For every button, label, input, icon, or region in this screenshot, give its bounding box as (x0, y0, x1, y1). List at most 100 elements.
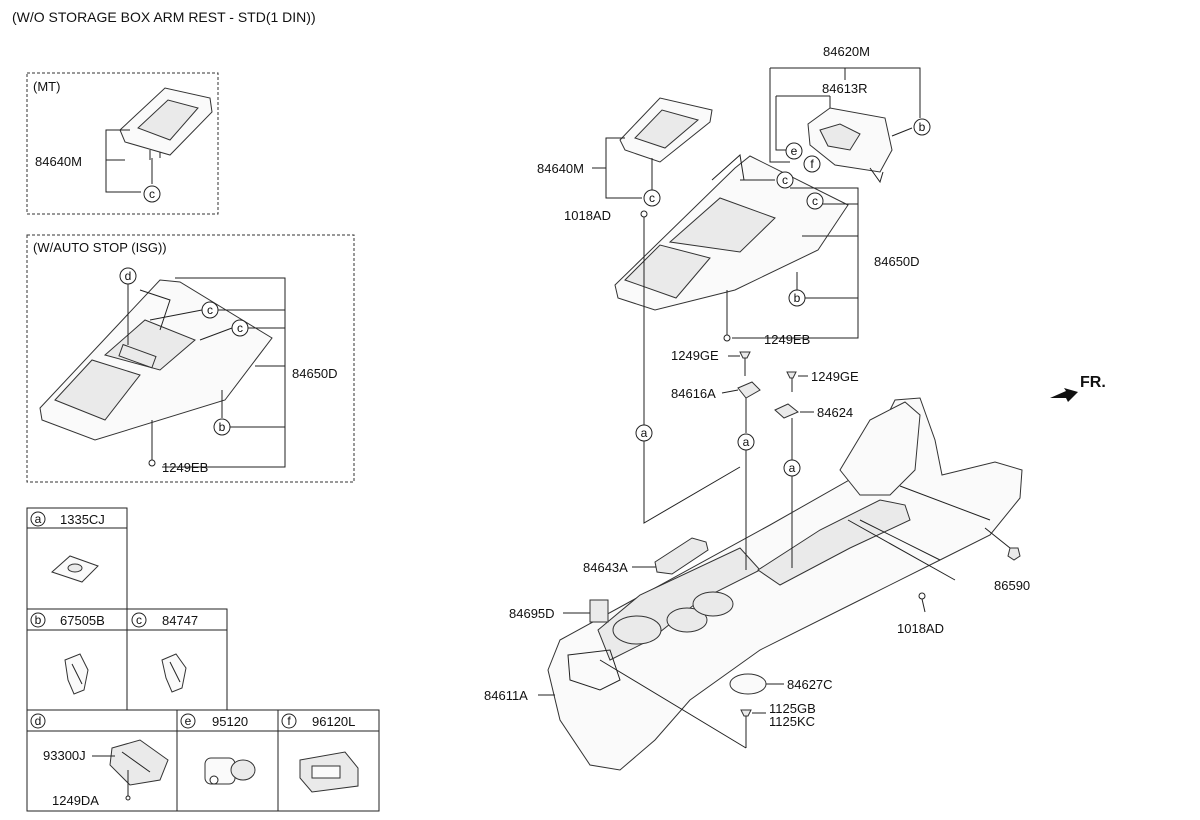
shift-bezel-84640m (619, 97, 713, 168)
callout-letter: c (136, 613, 142, 627)
callout-letter: a (789, 461, 796, 475)
callout-b-top (913, 118, 931, 136)
callout-letter: c (812, 194, 818, 208)
mat-84695d (589, 599, 609, 623)
screw-1249eb (723, 290, 731, 342)
screw-1018ad-top (640, 210, 648, 232)
callout-f (803, 155, 821, 173)
legend-part-96120l: 96120L (312, 714, 355, 729)
callout-letter: d (35, 714, 42, 728)
callout-letter: b (794, 291, 801, 305)
console-cover-84650d (614, 154, 849, 311)
part-1018ad-lower: 1018AD (897, 621, 944, 636)
callout-letter: e (791, 144, 798, 158)
part-1125kc: 1125KC (769, 714, 815, 729)
isg-box-frame (26, 234, 355, 483)
callout-a-right (783, 459, 801, 477)
callout-c-cover2 (806, 192, 824, 210)
mt-part-84640m: 84640M (35, 154, 82, 169)
screw-1249ge-1 (739, 351, 751, 376)
panel-84643a (654, 537, 709, 575)
legend-part-1335cj: 1335CJ (60, 512, 105, 527)
isg-box-label: (W/AUTO STOP (ISG)) (33, 240, 167, 255)
callout-a-mid (737, 433, 755, 451)
clip-86590 (1007, 547, 1021, 561)
callout-letter: a (35, 512, 42, 526)
legend-part-95120: 95120 (212, 714, 248, 729)
legend-part-84747: 84747 (162, 613, 198, 628)
legend-part-1249da: 1249DA (52, 793, 99, 808)
callout-c-cover1 (776, 171, 794, 189)
part-84643a: 84643A (583, 560, 628, 575)
legend-callout-f (281, 713, 297, 729)
callout-letter: c (207, 303, 213, 317)
screw-1018ad-lower (918, 592, 926, 613)
part-1018ad-top: 1018AD (564, 208, 611, 223)
part-84624: 84624 (817, 405, 853, 420)
screw-1125gb (740, 709, 752, 748)
callout-b-cover (788, 289, 806, 307)
main-assembly: 84620M 84613R b e f 84640M c 1018A (484, 44, 1106, 771)
part-1125gb: 1125GB (769, 701, 816, 716)
callout-letter: f (810, 157, 814, 171)
bracket-84616a (737, 381, 761, 399)
clip-c-icon (161, 653, 187, 693)
switch-panel-84613r (807, 107, 893, 184)
part-84616a: 84616A (671, 386, 716, 401)
callout-letter: b (35, 613, 42, 627)
socket-95120-icon (204, 757, 256, 785)
legend-callout-c (131, 612, 147, 628)
callout-letter: c (782, 173, 788, 187)
part-86590: 86590 (994, 578, 1030, 593)
legend-callout-a (30, 511, 46, 527)
legend-part-67505b: 67505B (60, 613, 105, 628)
part-1249ge-1: 1249GE (671, 348, 719, 363)
part-84620m: 84620M (823, 44, 870, 59)
callout-letter: a (743, 435, 750, 449)
isg-console-cover-84650d (39, 279, 273, 441)
part-84640m-main: 84640M (537, 161, 584, 176)
callout-letter: c (149, 187, 155, 201)
legend-callout-d (30, 713, 46, 729)
mt-shift-bezel-84640m (119, 87, 213, 160)
legend-part-93300j: 93300J (43, 748, 86, 763)
mt-box-frame (26, 72, 219, 215)
usb-96120l-icon (299, 751, 359, 793)
callout-c-bezel (643, 189, 661, 207)
bracket-84624 (774, 403, 799, 419)
callout-letter: c (649, 191, 655, 205)
callout-e (785, 142, 803, 160)
legend-callout-b (30, 612, 46, 628)
callout-letter: c (237, 321, 243, 335)
switch-93300j-icon (109, 739, 169, 786)
part-84627c: 84627C (787, 677, 833, 692)
part-84611a: 84611A (484, 688, 528, 703)
clip-b-icon (64, 653, 89, 695)
callout-a-left (635, 424, 653, 442)
isg-callout-d (119, 267, 137, 285)
clip-nut-icon (51, 555, 99, 583)
cover-84627c (729, 673, 767, 695)
callout-letter: b (219, 420, 226, 434)
diagram-title: (W/O STORAGE BOX ARM REST - STD(1 DIN)) (12, 9, 316, 25)
callout-c (143, 185, 161, 203)
console-base-84611a (547, 397, 1023, 771)
part-84695d: 84695D (509, 606, 555, 621)
part-1249ge-2: 1249GE (811, 369, 859, 384)
legend-callout-e (180, 713, 196, 729)
callout-letter: d (125, 269, 132, 283)
part-84650d: 84650D (874, 254, 920, 269)
legend-table: a 1335CJ b 67505B c 84747 d (26, 507, 380, 812)
isg-screw-1249eb (148, 420, 156, 467)
isg-box: (W/AUTO STOP (ISG)) d c c b 84650D 1249E… (26, 234, 355, 483)
mt-box-label: (MT) (33, 79, 60, 94)
front-direction-label: FR. (1080, 374, 1106, 391)
part-1249eb: 1249EB (764, 332, 810, 347)
front-direction-arrow (1050, 388, 1078, 402)
callout-letter: a (641, 426, 648, 440)
mt-box: (MT) 84640M c (26, 72, 219, 215)
screw-1249ge-2 (786, 371, 797, 392)
isg-part-84650d: 84650D (292, 366, 338, 381)
callout-letter: b (919, 120, 926, 134)
